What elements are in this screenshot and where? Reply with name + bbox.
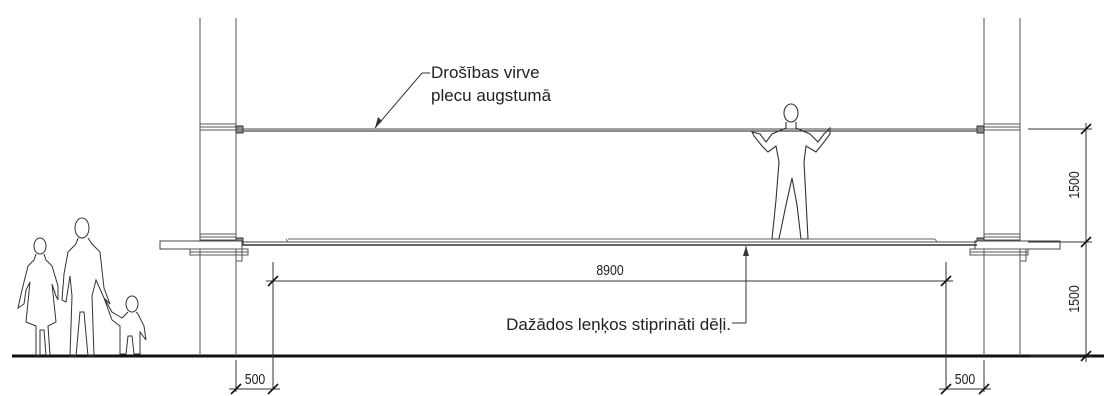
rope-annotation: Drošības virve plecu augstumā [374,63,552,129]
person-on-bridge-figure [750,103,831,240]
height-dimensions: 1500 1500 [1028,123,1092,362]
lower-height-text: 1500 [1066,285,1082,313]
safety-rope [243,128,977,132]
right-pole [976,18,1021,356]
left-offset-text: 500 [245,371,266,387]
right-offset-dimension: 500 [939,360,991,395]
span-dimension: 8900 [266,262,953,390]
boards-annotation: Dažādos leņķos stiprināti dēļi. [506,246,749,334]
upper-height-text: 1500 [1066,171,1082,199]
bridge-deck [159,238,1061,262]
rope-label-line1: Drošības virve [431,63,540,82]
right-offset-text: 500 [955,371,976,387]
span-dimension-text: 8900 [596,262,624,278]
left-offset-dimension: 500 [229,360,280,395]
boards-label: Dažādos leņķos stiprināti dēļi. [506,315,731,334]
left-pole [199,18,244,356]
family-figures [17,217,147,357]
rope-label-line2: plecu augstumā [431,86,552,105]
